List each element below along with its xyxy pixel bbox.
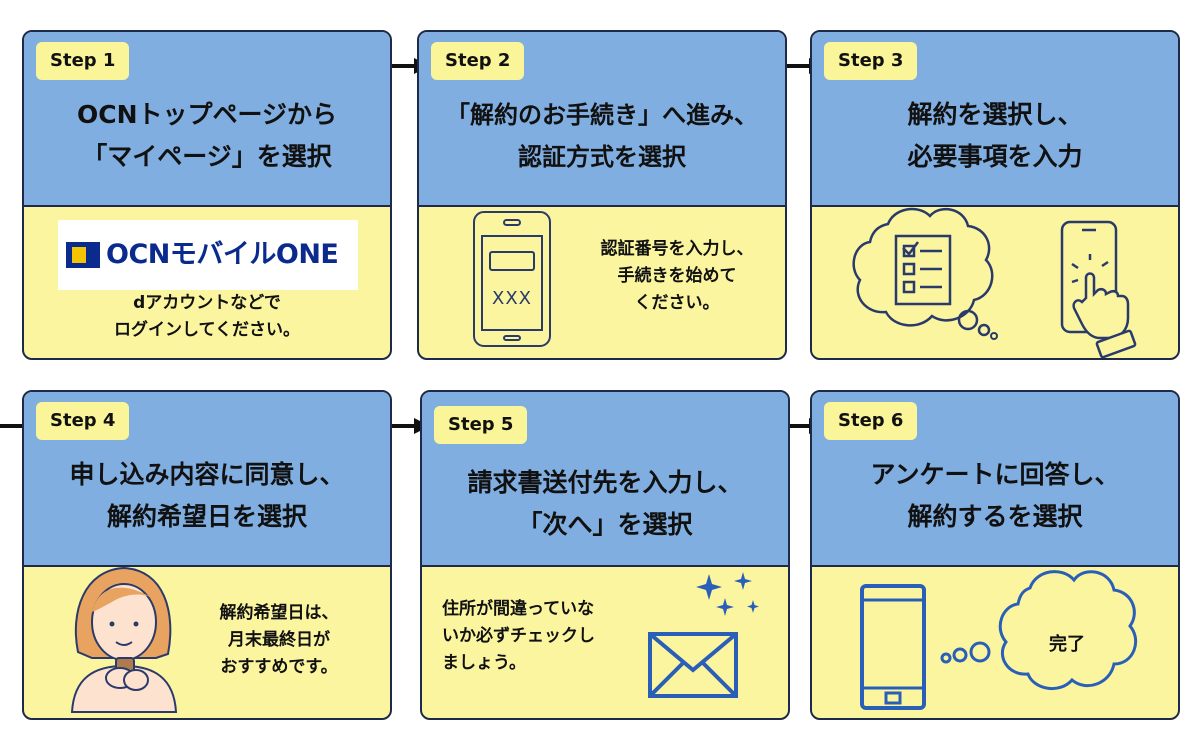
ocn-logo: OCNモバイルONE [58,220,358,290]
step-description: 解約希望日は、月末最終日がおすすめです。 [219,603,339,677]
step-card-1: Step 1 OCNトップページから「マイページ」を選択 OCNモバイルONE … [22,30,392,360]
woman-with-phone-icon [70,566,178,713]
step-badge: Step 3 [824,42,918,80]
bubble-text: 完了 [1049,634,1085,655]
dots-icon [940,641,991,664]
step-title: OCNトップページから「マイページ」を選択 [76,100,338,171]
step-description: 認証番号を入力し、手続きを始めてください。 [600,239,754,313]
sim-card-icon [66,242,100,268]
step-badge: Step 1 [36,42,130,80]
envelope-icon [648,632,738,698]
step-badge: Step 2 [431,42,525,80]
step-title: アンケートに回答し、解約するを選択 [870,460,1120,531]
step-badge: Step 6 [824,402,918,440]
step-description: 住所が間違っていないか必ずチェックしましょう。 [442,599,595,673]
phone-tap-icon [1060,220,1137,358]
sparkle-icon [696,572,759,616]
step-card-6: Step 6 アンケートに回答し、解約するを選択 完了 [810,390,1180,720]
step-title: 請求書送付先を入力し、「次へ」を選択 [467,468,743,539]
step-title: 「解約のお手続き」へ進み、認証方式を選択 [446,101,758,171]
step-title: 解約を選択し、必要事項を入力 [907,100,1083,171]
thought-cloud-checklist-icon [852,207,998,340]
step-card-3: Step 3 解約を選択し、必要事項を入力 [810,30,1180,360]
phone-icon [473,211,551,347]
step-card-4: Step 4 申し込み内容に同意し、解約希望日を選択 解約希望日は、月末最終日が… [22,390,392,720]
step-card-2: Step 2 「解約のお手続き」へ進み、認証方式を選択 XXX 認証番号を入力し… [417,30,787,360]
step-title: 申し込み内容に同意し、解約希望日を選択 [69,460,345,531]
phone-icon [860,584,926,710]
phone-code: XXX [492,288,532,309]
step-description: dアカウントなどでログインしてください。 [114,293,300,340]
step-badge: Step 5 [434,406,528,444]
thought-cloud-icon [998,570,1137,690]
step-badge: Step 4 [36,402,130,440]
step-card-5: Step 5 請求書送付先を入力し、「次へ」を選択 住所が間違っていないか必ずチ… [420,390,790,720]
